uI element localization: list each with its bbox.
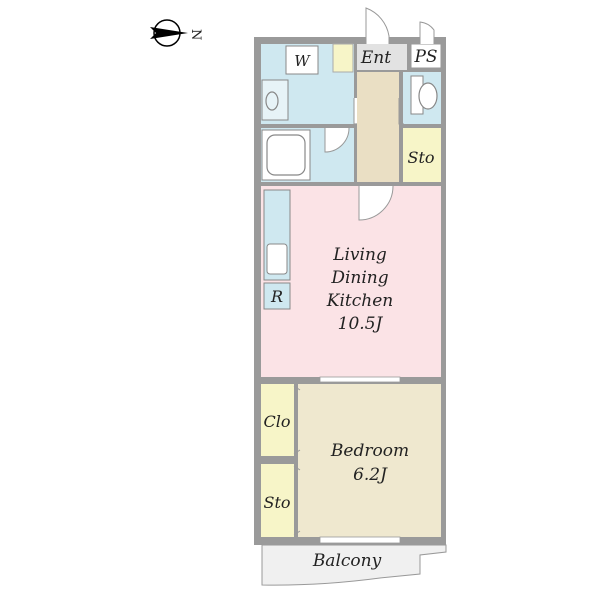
pipe-space-label: PS bbox=[413, 47, 437, 67]
balcony bbox=[261, 544, 447, 586]
ldk-door-swing bbox=[358, 185, 394, 221]
ldk-label-line3: Kitchen bbox=[326, 291, 393, 311]
toilet-door bbox=[398, 98, 404, 125]
bathroom-door-swing bbox=[324, 127, 350, 153]
washer-space bbox=[285, 45, 319, 75]
hall-storage bbox=[403, 128, 441, 182]
sliding-partition bbox=[319, 376, 401, 383]
shoe-storage bbox=[332, 43, 354, 73]
ldk-label-line1: Living bbox=[332, 245, 387, 265]
hallway bbox=[357, 72, 399, 182]
compass: N bbox=[150, 19, 203, 47]
hall-storage-label: Sto bbox=[407, 148, 434, 167]
bathtub bbox=[261, 129, 311, 181]
bedroom-label: Bedroom bbox=[330, 441, 409, 461]
kitchen-sink-icon bbox=[266, 243, 288, 275]
refrigerator-label: R bbox=[270, 287, 283, 306]
closet bbox=[261, 384, 294, 456]
bedroom-storage bbox=[261, 464, 294, 537]
pipe-space-door-swing bbox=[419, 21, 435, 44]
ldk-label-line2: Dining bbox=[330, 268, 388, 288]
bedroom-storage-label: Sto bbox=[263, 493, 290, 512]
ldk-area bbox=[261, 186, 441, 377]
entrance-label: Ent bbox=[360, 48, 391, 68]
entrance-floor bbox=[357, 44, 407, 70]
compass-north-label: N bbox=[188, 29, 203, 40]
balcony-label: Balcony bbox=[312, 551, 382, 571]
sink-icon bbox=[265, 91, 279, 111]
washroom-label: W bbox=[294, 52, 311, 70]
compass-arrow-icon bbox=[150, 27, 188, 39]
refrigerator bbox=[263, 282, 291, 310]
bedroom-size-label: 6.2J bbox=[353, 465, 388, 485]
storage-doors bbox=[293, 465, 301, 536]
bathtub-basin-icon bbox=[266, 134, 306, 176]
closet-doors bbox=[293, 385, 301, 455]
toilet-icon bbox=[418, 82, 438, 110]
entrance-door-swing bbox=[365, 7, 390, 44]
ldk-size-label: 10.5J bbox=[338, 314, 384, 334]
pipe-space bbox=[410, 43, 442, 69]
balcony-window bbox=[319, 536, 401, 544]
closet-label: Clo bbox=[264, 412, 291, 431]
bedroom-area bbox=[298, 384, 441, 537]
